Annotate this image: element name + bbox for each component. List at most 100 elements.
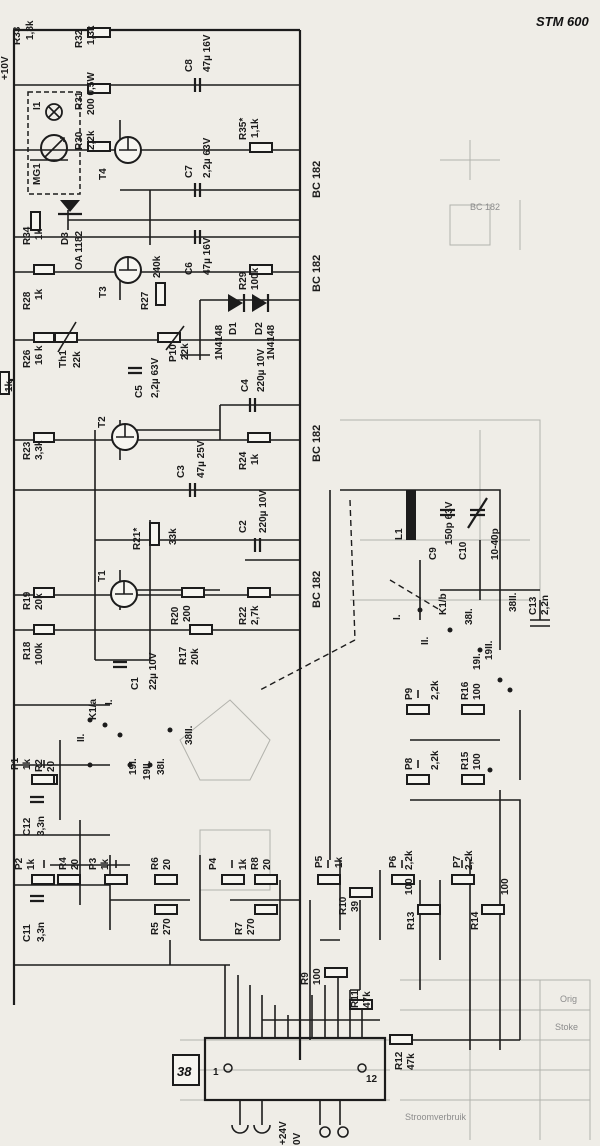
c10-ref: C10 [458, 541, 469, 560]
r14-value: 100 [500, 878, 511, 895]
range-19ii-left: 19II. [142, 760, 153, 780]
p10-ref: P10 [168, 344, 179, 362]
r29-ref: R29 [238, 271, 249, 290]
r6-ref: R6 [150, 857, 161, 870]
r29-value: 100k [250, 267, 261, 290]
r26-value: 16 k [34, 345, 45, 365]
switch-k1b: K1/b [438, 593, 449, 615]
range-19i-left: 19I. [128, 758, 139, 775]
lamp-ref: I1 [32, 101, 43, 110]
svg-text:BC 182: BC 182 [470, 202, 500, 212]
d2-value: 1N4148 [266, 325, 277, 360]
p10-value: 22k [180, 343, 191, 360]
r18-value: 100k [34, 642, 45, 665]
r22-value: 2,7k [250, 605, 261, 625]
r20-value: 200 [182, 605, 193, 622]
range-ii-left: II. [76, 733, 87, 742]
r30-ref: R30 [74, 131, 85, 150]
p5-value: 1k [334, 856, 345, 868]
c8-value: 47µ 16V [202, 34, 213, 72]
bc182-label-4: BC 182 [311, 571, 323, 608]
inductor-symbol [406, 490, 416, 540]
svg-text:Orig: Orig [560, 994, 577, 1004]
c11-ref: C11 [22, 924, 33, 942]
r32-value: 1,3k [86, 25, 97, 45]
r7-ref: R7 [234, 922, 245, 935]
c10-value: 10-40p [490, 528, 501, 560]
c4-ref: C4 [240, 379, 251, 392]
c2-ref: C2 [238, 520, 249, 533]
supply-label-24v: +24V [278, 1121, 289, 1145]
r35-ref: R35* [238, 118, 249, 140]
c1-value: 22µ 10V [148, 652, 159, 690]
thermistor-ref: Th1 [58, 350, 69, 368]
r34-ref: R34 [22, 226, 33, 245]
bc182-label-3: BC 182 [311, 425, 323, 462]
p4-ref: P4 [208, 857, 219, 870]
d1-ref: D1 [228, 322, 239, 335]
p7-ref: P7 [452, 855, 463, 868]
p1-ref: P1 [10, 757, 21, 770]
c12-ref: C12 [22, 817, 33, 836]
r28-ref: R28 [22, 291, 33, 310]
switch-contacts [87, 607, 513, 773]
range-19ii-right: 19II. [484, 640, 495, 660]
r15-ref: R15 [460, 751, 471, 770]
r21-ref: R21* [132, 528, 143, 550]
supply-label-10v: +10V [0, 56, 11, 80]
p2-ref: P2 [14, 857, 25, 870]
schematic-title: STM 600 [536, 14, 590, 29]
r11-ref: R11 [350, 990, 361, 1008]
t2-label: T2 [97, 416, 108, 428]
connector-pin-1: 1 [213, 1067, 219, 1078]
r28-value: 1k [34, 288, 45, 300]
p1-value: 1k [22, 758, 33, 770]
range-ii-right: II. [420, 636, 431, 645]
meter-lamp-box [27, 91, 81, 195]
r4-ref: R4 [58, 857, 69, 870]
r17-value: 20k [190, 648, 201, 665]
r35-value: 1,1k [250, 118, 261, 138]
c6-value: 47µ 16V [202, 237, 213, 275]
r26-ref: R26 [22, 349, 33, 368]
t1-label: T1 [97, 570, 108, 582]
range-i-left: I. [104, 699, 115, 705]
c3-ref: C3 [176, 465, 187, 478]
range-19i-right: 19I. [472, 653, 483, 670]
resistor-bodies [0, 27, 505, 1045]
r19-value: 20k [34, 593, 45, 610]
connector-number: 38 [177, 1064, 192, 1079]
svg-text:Stoke: Stoke [555, 1022, 578, 1032]
r7-value: 270 [246, 918, 257, 935]
c5-ref: C5 [134, 385, 145, 398]
lower-wiring [50, 489, 550, 1050]
inductor-ref: L1 [394, 528, 405, 540]
r16-value: 100 [472, 683, 483, 700]
r24-ref: R24 [238, 451, 249, 470]
r23-value: 3,3k [34, 440, 45, 460]
c7-value: 2,2µ 63V [202, 137, 213, 178]
r18-ref: R18 [22, 641, 33, 660]
d1-value: 1N4148 [214, 325, 225, 360]
r27-value: 240k [152, 255, 163, 278]
thermistor-value: 22k [72, 351, 83, 368]
diode-symbols [58, 200, 270, 312]
p6-value: 2,2k [404, 850, 415, 870]
r13-ref: R13 [406, 911, 417, 930]
c9-value: 150p 63V [444, 501, 455, 545]
d2-ref: D2 [254, 322, 265, 335]
d3-value: OA 1182 [74, 230, 85, 270]
range-38ii-right: 38II. [508, 592, 519, 612]
c13-value: 2,2n [540, 595, 551, 615]
r8-value: 20 [262, 858, 273, 870]
t3-label: T3 [98, 286, 109, 298]
r22-ref: R22 [238, 606, 249, 625]
bc182-label-1: BC 182 [311, 161, 323, 198]
c2-value: 220µ 10V [258, 490, 269, 533]
r31-value: 200 0,5W [86, 72, 97, 115]
c8-ref: C8 [184, 59, 195, 72]
r4-value: 20 [70, 858, 81, 870]
r27-ref: R27 [140, 291, 151, 310]
